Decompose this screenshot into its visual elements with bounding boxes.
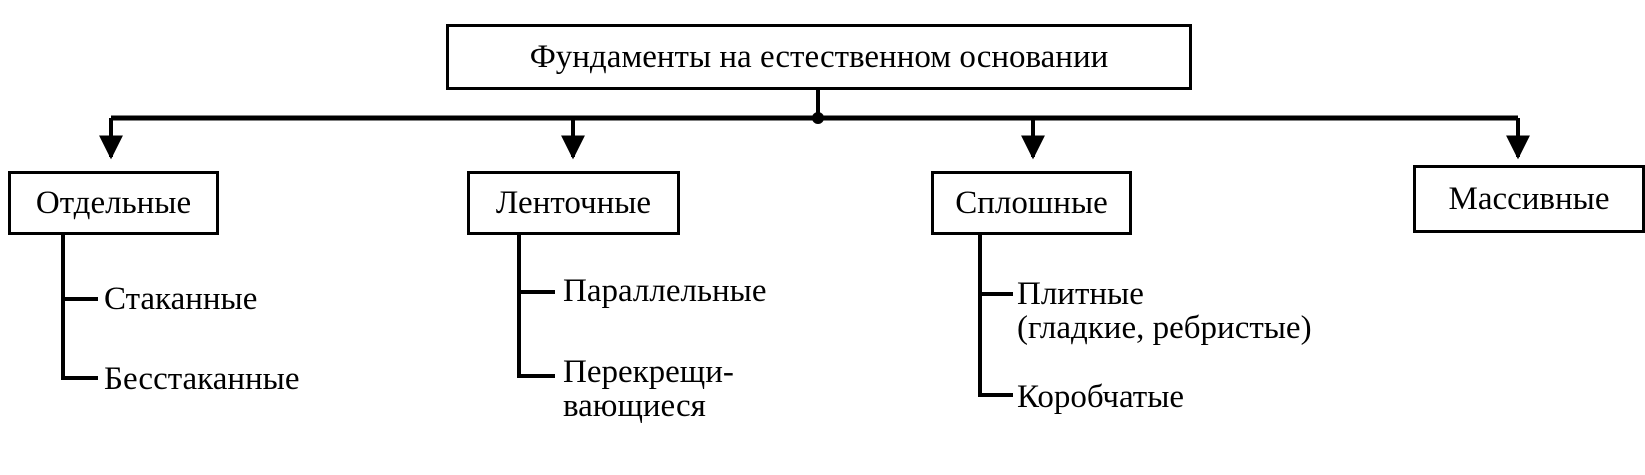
category-box-lentochnye: Ленточные bbox=[467, 171, 680, 235]
subtype-perekreshchivayushchiesya: Перекрещи- вающиеся bbox=[563, 355, 734, 423]
category-label: Сплошные bbox=[955, 184, 1108, 221]
subtype-line: вающиеся bbox=[563, 388, 706, 424]
subtype-line: Перекрещи- bbox=[563, 354, 734, 390]
category-box-massivnye: Массивные bbox=[1413, 165, 1645, 233]
subtype-line: Коробчатые bbox=[1017, 379, 1185, 415]
subtype-line: Параллельные bbox=[563, 273, 767, 309]
subtype-stakannye: Стаканные bbox=[104, 282, 257, 316]
category-label: Отдельные bbox=[35, 184, 192, 221]
subtype-line: Бесстаканные bbox=[104, 361, 300, 397]
root-label: Фундаменты на естественном основании bbox=[529, 38, 1109, 75]
subtype-line: Плитные bbox=[1017, 276, 1144, 312]
subtype-line: Стаканные bbox=[104, 281, 258, 317]
subtype-korobchatye: Коробчатые bbox=[1017, 380, 1184, 414]
category-label: Ленточные bbox=[495, 184, 652, 221]
category-box-sploshnye: Сплошные bbox=[931, 171, 1132, 235]
subtype-parallelnye: Параллельные bbox=[563, 274, 767, 308]
subtype-plitnye: Плитные (гладкие, ребристые) bbox=[1017, 277, 1312, 345]
category-label: Массивные bbox=[1448, 180, 1610, 217]
subtype-besstakannye: Бесстаканные bbox=[104, 362, 300, 396]
category-box-otdelnye: Отдельные bbox=[8, 171, 219, 235]
root-box: Фундаменты на естественном основании bbox=[446, 24, 1192, 90]
subtype-line: (гладкие, ребристые) bbox=[1017, 310, 1312, 346]
